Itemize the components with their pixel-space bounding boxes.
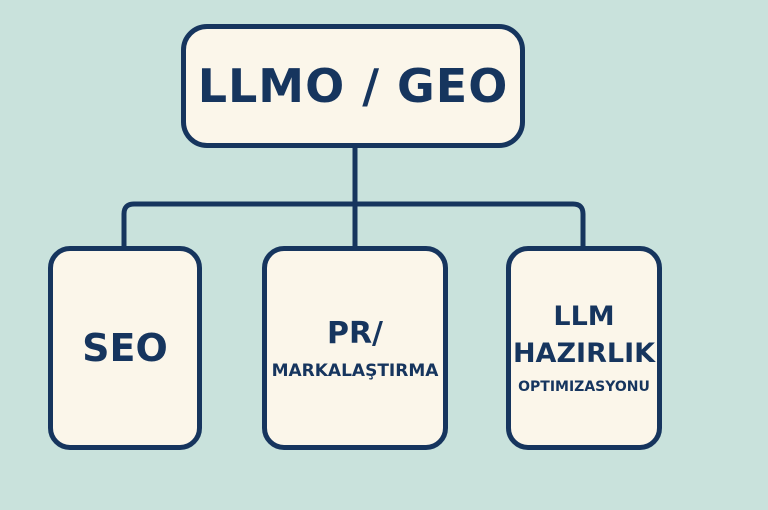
- child-node-seo: SEO: [48, 246, 202, 450]
- child-node-label: LLM: [553, 301, 615, 332]
- root-node: LLMO / GEO: [181, 24, 525, 148]
- child-node-label: SEO: [82, 326, 168, 370]
- child-node-label-line2: HAZIRLIK: [512, 338, 656, 369]
- child-node-label: PR/: [326, 315, 384, 351]
- child-node-pr: PR/ MARKALAŞTIRMA: [262, 246, 448, 450]
- child-node-llm: LLM HAZIRLIK OPTIMIZASYONU: [506, 246, 662, 450]
- root-node-label: LLMO / GEO: [197, 59, 509, 113]
- connector-branch: [121, 201, 586, 249]
- child-node-sublabel: OPTIMIZASYONU: [518, 379, 650, 395]
- child-node-sublabel: MARKALAŞTIRMA: [271, 360, 439, 381]
